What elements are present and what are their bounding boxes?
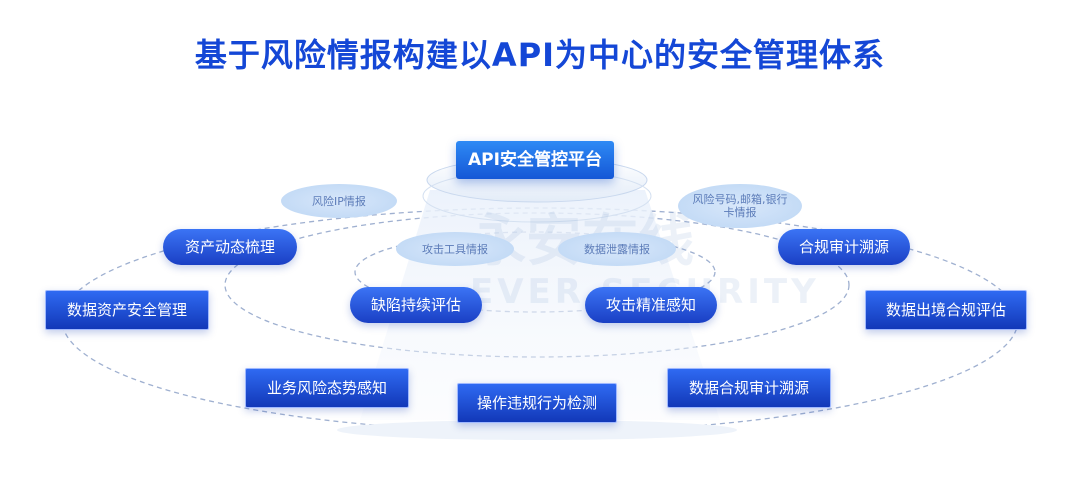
node-violation-detection: 操作违规行为检测 <box>457 383 617 423</box>
middle-orbit <box>224 212 850 358</box>
node-asset-sorting: 资产动态梳理 <box>163 229 297 265</box>
node-business-risk-awareness: 业务风险态势感知 <box>245 368 409 408</box>
api-security-platform: API安全管控平台 <box>456 141 614 179</box>
intel-bubble-risk-ip: 风险IP情报 <box>281 184 397 218</box>
node-attack-perception: 攻击精准感知 <box>585 287 717 323</box>
intel-bubble-attack-tools: 攻击工具情报 <box>396 232 514 266</box>
page-title: 基于风险情报构建以API为中心的安全管理体系 <box>194 36 886 74</box>
intel-bubble-risk-contacts: 风险号码,邮箱,银行卡情报 <box>678 184 802 228</box>
node-data-asset-management: 数据资产安全管理 <box>45 290 209 330</box>
ground-shadow <box>337 420 737 440</box>
node-data-compliance-audit: 数据合规审计溯源 <box>667 368 831 408</box>
node-compliance-audit: 合规审计溯源 <box>778 229 910 265</box>
node-data-export-assessment: 数据出境合规评估 <box>865 290 1027 330</box>
intel-bubble-data-leak: 数据泄露情报 <box>558 232 676 266</box>
node-defect-assessment: 缺陷持续评估 <box>350 287 482 323</box>
